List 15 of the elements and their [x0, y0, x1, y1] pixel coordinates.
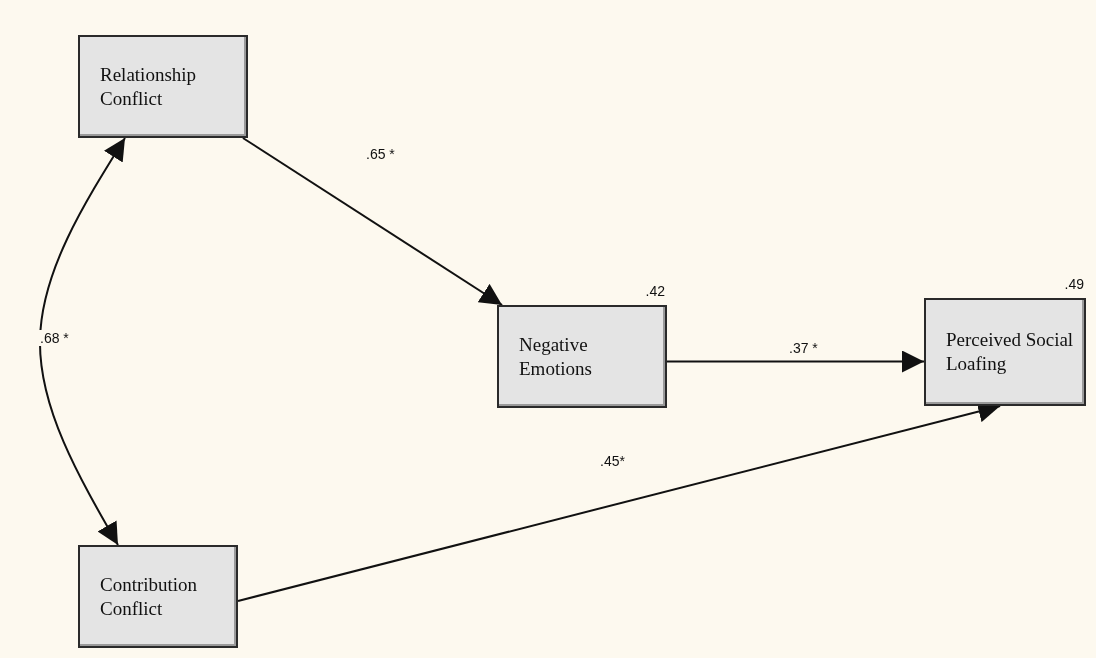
path-coefficient: .68 * — [38, 330, 71, 346]
path-coefficient: .65 * — [364, 146, 397, 162]
r-squared-value: .49 — [1064, 276, 1084, 292]
path-coefficient: .45* — [598, 453, 627, 469]
path-arrow — [666, 350, 925, 373]
variable-name: Perceived Social Loafing — [946, 328, 1075, 376]
variable-name: Relationship Conflict — [100, 62, 198, 111]
variable-box — [78, 545, 238, 648]
correlation-arrow — [39, 137, 126, 546]
variable-name: Negative Emotions — [519, 332, 593, 381]
path-coefficient: .37 * — [787, 340, 820, 356]
variable-name: Contribution Conflict — [100, 572, 199, 621]
variable-box — [78, 35, 248, 138]
r-squared-value: .42 — [645, 283, 665, 299]
path-arrow — [241, 137, 504, 306]
